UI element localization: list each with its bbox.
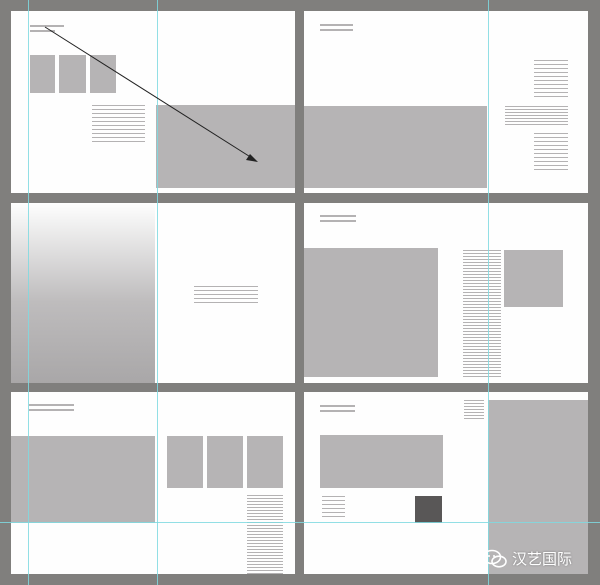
image-placeholder	[207, 436, 243, 488]
wechat-icon	[482, 549, 507, 568]
gradient-image-placeholder	[11, 203, 155, 383]
image-placeholder	[11, 436, 155, 523]
text-column-placeholder	[534, 133, 568, 173]
spread-3-left-page	[11, 392, 295, 574]
image-placeholder	[30, 55, 55, 93]
headline-placeholder	[320, 24, 353, 26]
spread-3-right-page	[304, 392, 588, 574]
image-placeholder	[304, 106, 487, 188]
text-block-placeholder	[194, 286, 258, 306]
vertical-guide	[488, 0, 489, 585]
image-placeholder	[247, 436, 283, 488]
pull-quote-placeholder	[505, 106, 568, 126]
image-placeholder	[304, 248, 438, 377]
text-column-placeholder	[322, 496, 345, 518]
image-placeholder	[488, 400, 588, 574]
image-placeholder	[320, 435, 443, 488]
watermark-text: 汉艺国际	[512, 551, 573, 568]
spread-1-left-page	[11, 11, 295, 193]
subhead-placeholder	[29, 409, 74, 411]
text-column-placeholder	[92, 105, 145, 145]
spread-2-left-page	[11, 203, 295, 383]
subhead-placeholder	[30, 30, 55, 32]
image-placeholder	[504, 250, 563, 307]
vertical-guide	[157, 0, 158, 585]
image-placeholder	[167, 436, 203, 488]
subhead-placeholder	[320, 29, 353, 31]
horizontal-guide	[0, 522, 600, 523]
headline-placeholder	[29, 404, 74, 406]
image-placeholder	[59, 55, 86, 93]
text-column-placeholder	[534, 60, 568, 100]
text-column-placeholder	[464, 400, 484, 420]
text-column-placeholder	[247, 495, 283, 574]
headline-placeholder	[30, 25, 64, 27]
watermark: 汉艺国际	[482, 548, 572, 569]
vertical-guide	[28, 0, 29, 585]
image-placeholder	[90, 55, 116, 93]
spread-1-right-page	[304, 11, 588, 193]
spread-2-right-page	[304, 203, 588, 383]
subhead-placeholder	[320, 410, 355, 412]
text-column-placeholder	[463, 250, 501, 377]
headline-placeholder	[320, 405, 355, 407]
subhead-placeholder	[320, 220, 356, 222]
dark-image-placeholder	[415, 496, 442, 523]
headline-placeholder	[320, 215, 356, 217]
image-placeholder	[156, 105, 295, 188]
